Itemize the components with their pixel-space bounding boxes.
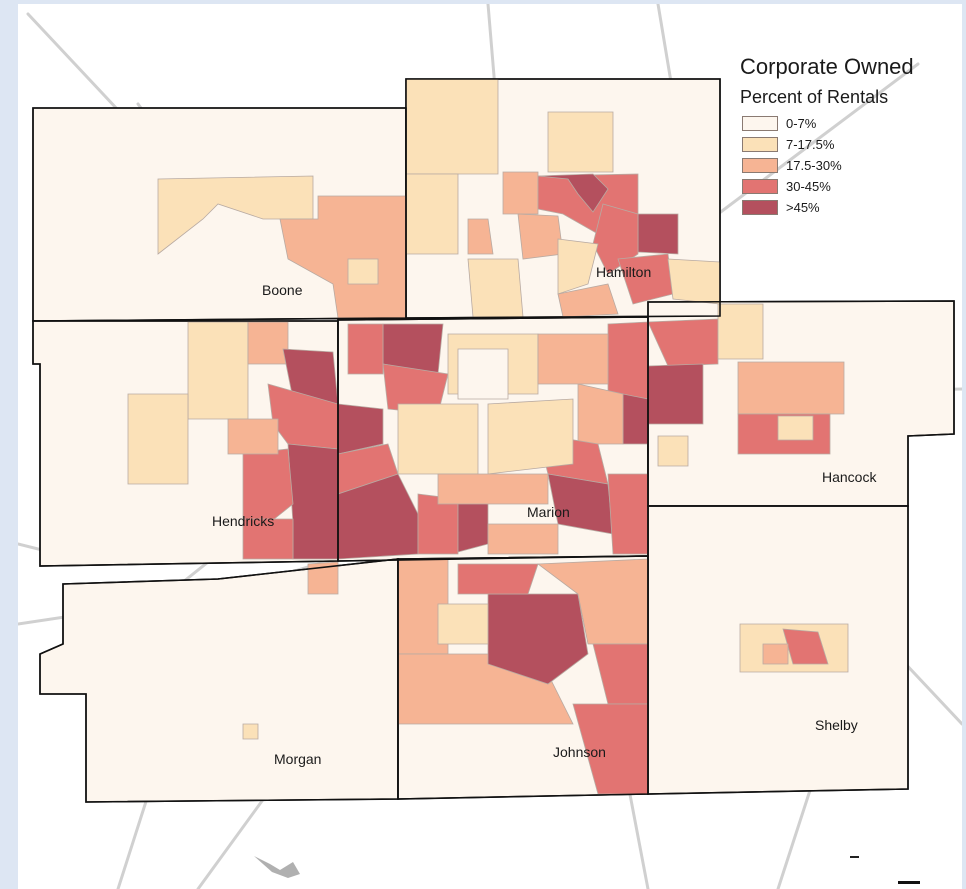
legend-swatch — [742, 137, 778, 152]
legend-item: 7-17.5% — [742, 134, 960, 155]
tract — [347, 258, 379, 285]
tract — [647, 318, 719, 367]
tract — [457, 563, 539, 595]
legend-list: 0-7% 7-17.5% 17.5-30% 30-45% >45% — [740, 113, 960, 218]
tract — [247, 321, 289, 365]
tract — [487, 398, 574, 475]
legend-swatch — [742, 158, 778, 173]
tract — [405, 173, 459, 255]
tract — [457, 348, 509, 400]
tract — [487, 523, 559, 555]
county-label-hendricks: Hendricks — [212, 513, 274, 529]
legend-item: 30-45% — [742, 176, 960, 197]
county-label-shelby: Shelby — [815, 717, 858, 733]
tract — [157, 175, 314, 255]
county-label-hancock: Hancock — [822, 469, 877, 485]
tract — [242, 723, 259, 740]
tract — [647, 363, 704, 425]
legend-item: >45% — [742, 197, 960, 218]
legend-subtitle: Percent of Rentals — [740, 87, 889, 107]
legend: Corporate Owned Percent of Rentals 0-7% 7… — [740, 54, 960, 218]
tract — [227, 418, 279, 455]
tract — [467, 218, 494, 255]
tract — [537, 173, 609, 213]
legend-label: >45% — [786, 200, 820, 215]
scale-bar — [898, 881, 920, 884]
county-label-marion: Marion — [527, 504, 570, 520]
tract — [557, 238, 599, 295]
tract — [242, 518, 294, 560]
tract — [737, 361, 845, 415]
tract — [127, 393, 189, 485]
tract — [287, 443, 339, 560]
legend-item: 0-7% — [742, 113, 960, 134]
tract — [537, 333, 609, 385]
tract — [437, 603, 489, 645]
tract — [557, 283, 619, 318]
county-label-boone: Boone — [262, 282, 303, 298]
tract — [657, 435, 689, 467]
tract — [777, 415, 814, 441]
tract — [667, 258, 721, 305]
tract — [457, 498, 489, 553]
county-label-morgan: Morgan — [274, 751, 321, 767]
legend-swatch — [742, 179, 778, 194]
tract — [347, 323, 384, 375]
legend-title: Corporate Owned — [740, 54, 914, 79]
tract — [487, 593, 589, 685]
tract — [397, 403, 479, 475]
legend-swatch — [742, 116, 778, 131]
county-borders — [32, 78, 955, 803]
legend-label: 0-7% — [786, 116, 817, 131]
tract-layer — [127, 78, 849, 795]
tract — [307, 561, 339, 595]
legend-label: 7-17.5% — [786, 137, 835, 152]
county-label-johnson: Johnson — [553, 744, 606, 760]
legend-item: 17.5-30% — [742, 155, 960, 176]
legend-label: 30-45% — [786, 179, 831, 194]
tract — [547, 111, 614, 173]
legend-label: 17.5-30% — [786, 158, 842, 173]
tract — [187, 321, 249, 420]
tract — [242, 448, 294, 525]
tract — [762, 643, 789, 665]
tract — [607, 321, 649, 400]
tract — [577, 383, 624, 445]
tract — [717, 303, 764, 360]
tract — [622, 393, 649, 445]
tract — [467, 258, 524, 318]
tract — [437, 473, 549, 505]
legend-swatch — [742, 200, 778, 215]
county-label-hamilton: Hamilton — [596, 264, 651, 280]
scale-tick — [850, 856, 859, 858]
tract — [502, 171, 539, 215]
tract — [517, 213, 564, 260]
tract — [405, 78, 499, 175]
lake — [254, 856, 300, 878]
tract — [607, 473, 649, 555]
tract — [637, 213, 679, 255]
county-morgan[interactable] — [39, 558, 399, 803]
tract — [782, 628, 829, 665]
